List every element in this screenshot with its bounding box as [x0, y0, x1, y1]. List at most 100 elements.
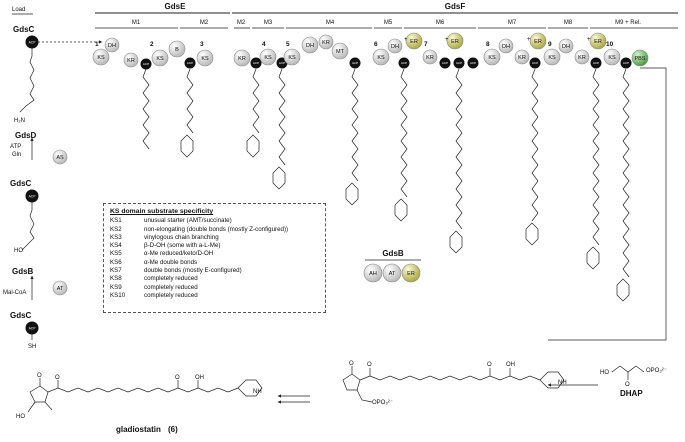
ks-number-4: 4 [262, 41, 266, 48]
intermediate-chains [142, 68, 630, 302]
spec-ks-label: KS4 [110, 242, 122, 250]
svg-text:ER: ER [534, 39, 542, 45]
svg-text:ACP: ACP [253, 61, 259, 65]
precursor-structure: O OPO₃²⁻ O OH NH O [342, 361, 567, 406]
ks-domain-1: KS [92, 48, 110, 66]
module-label-8: M7 [508, 20, 517, 26]
svg-text:ACP: ACP [279, 61, 285, 65]
ks-domain-3: KS [196, 49, 214, 67]
plus-sign-1: + [404, 37, 408, 43]
kr-domain-m7: KR [514, 49, 530, 65]
svg-text:KR: KR [127, 58, 135, 64]
mt-domain-m4: MT [331, 42, 349, 60]
svg-text:ACP: ACP [442, 61, 448, 65]
module-label-5: M4 [326, 20, 335, 26]
er-domain-m5: ER [405, 32, 423, 50]
gdsb-er-domain: ER [401, 263, 421, 283]
svg-text:HO: HO [600, 370, 609, 376]
svg-text:AS: AS [56, 155, 64, 161]
chain-m3 [278, 68, 286, 166]
svg-text:ER: ER [407, 271, 415, 277]
acp-domain-m6b: ACP [453, 57, 465, 69]
ks-number-9: 9 [548, 41, 552, 48]
svg-text:KS: KS [288, 55, 296, 61]
svg-text:OH: OH [506, 362, 515, 368]
atp-label: ATP [10, 144, 21, 150]
as-domain: AS [52, 149, 68, 165]
sh-label: SH [28, 344, 36, 350]
spec-ks-label: KS10 [110, 291, 126, 299]
svg-text:KR: KR [322, 40, 330, 46]
dh-domain-m4: DH [301, 36, 319, 54]
chain-m3-ring [272, 166, 286, 190]
chain-m2f-ring [246, 134, 260, 158]
spec-row: KS5 α-Me reduced/keto/D-OH [110, 250, 319, 258]
er-domain-m6: ER [446, 32, 464, 50]
chain-m9 [622, 68, 630, 278]
gdsf-header: GdsF [445, 2, 466, 11]
module-label-2: M2 [200, 20, 209, 26]
kr-domain-m4: KR [318, 34, 334, 50]
acp-domain-m2: ACP [184, 57, 196, 69]
chain-m2 [186, 68, 194, 134]
svg-text:ACP: ACP [623, 61, 629, 65]
acp-domain-m1: ACP [140, 58, 152, 70]
spec-ks-label: KS2 [110, 225, 122, 233]
chain-m8 [592, 68, 600, 246]
ks-domain-4: KS [259, 48, 277, 66]
kr-domain-m1: KR [123, 52, 139, 68]
svg-text:OPO₃²⁻: OPO₃²⁻ [646, 368, 667, 374]
dh-domain-m8: DH [558, 38, 574, 54]
svg-text:KS: KS [201, 56, 209, 62]
spec-ks-label: KS5 [110, 250, 122, 258]
dhap-structure: HO O OPO₃²⁻ [600, 365, 667, 388]
svg-text:AT: AT [389, 271, 396, 277]
svg-text:KS: KS [488, 55, 496, 61]
svg-text:NH: NH [558, 380, 567, 386]
svg-text:AH: AH [369, 271, 377, 277]
module-label-10: M9 + Rel. [615, 20, 641, 26]
gdsb-ah-domain: AH [363, 263, 383, 283]
load-label: Load [12, 7, 25, 13]
svg-text:O: O [349, 361, 354, 367]
acp-domain-m2f: ACP [250, 57, 262, 69]
module-label-4: M3 [264, 20, 273, 26]
gladiostatin-structure: O HO O O OH NH [16, 373, 263, 420]
ks-number-8: 8 [486, 41, 490, 48]
svg-text:ACP: ACP [29, 327, 37, 331]
acp-domain-m6c: ACP [467, 57, 479, 69]
gln-label: Gln [12, 152, 21, 158]
kr-domain-m2f: KR [233, 49, 251, 67]
chain-m6-ring [449, 230, 463, 254]
acp-domain-m6: ACP [439, 57, 451, 69]
module-label-1: M1 [132, 20, 141, 26]
load-chain-top [19, 48, 35, 113]
spec-ks-label: KS6 [110, 258, 122, 266]
svg-text:DH: DH [502, 44, 510, 50]
chain-m6 [455, 68, 463, 230]
gdsc-label-bottom: GdsC [10, 311, 32, 320]
svg-text:DH: DH [562, 44, 570, 50]
spec-desc: α-Me reduced/keto/D-OH [144, 250, 214, 258]
ks-number-6: 6 [374, 41, 378, 48]
spec-desc: completely reduced [144, 275, 198, 283]
ks-number-7: 7 [424, 41, 428, 48]
acp-domain-m8: ACP [590, 57, 602, 69]
chain-m7 [531, 68, 539, 222]
ks-domain-6: KS [372, 48, 390, 66]
ks-number-1: 1 [95, 41, 99, 48]
dh-domain-m7: DH [498, 38, 514, 54]
svg-text:ACP: ACP [593, 61, 599, 65]
svg-text:ACP: ACP [352, 61, 358, 65]
svg-text:ACP: ACP [532, 61, 538, 65]
svg-text:OPO₃²⁻: OPO₃²⁻ [372, 400, 393, 406]
kr-domain-m6: KR [422, 49, 438, 65]
ks-domain-9: KS [543, 48, 561, 66]
